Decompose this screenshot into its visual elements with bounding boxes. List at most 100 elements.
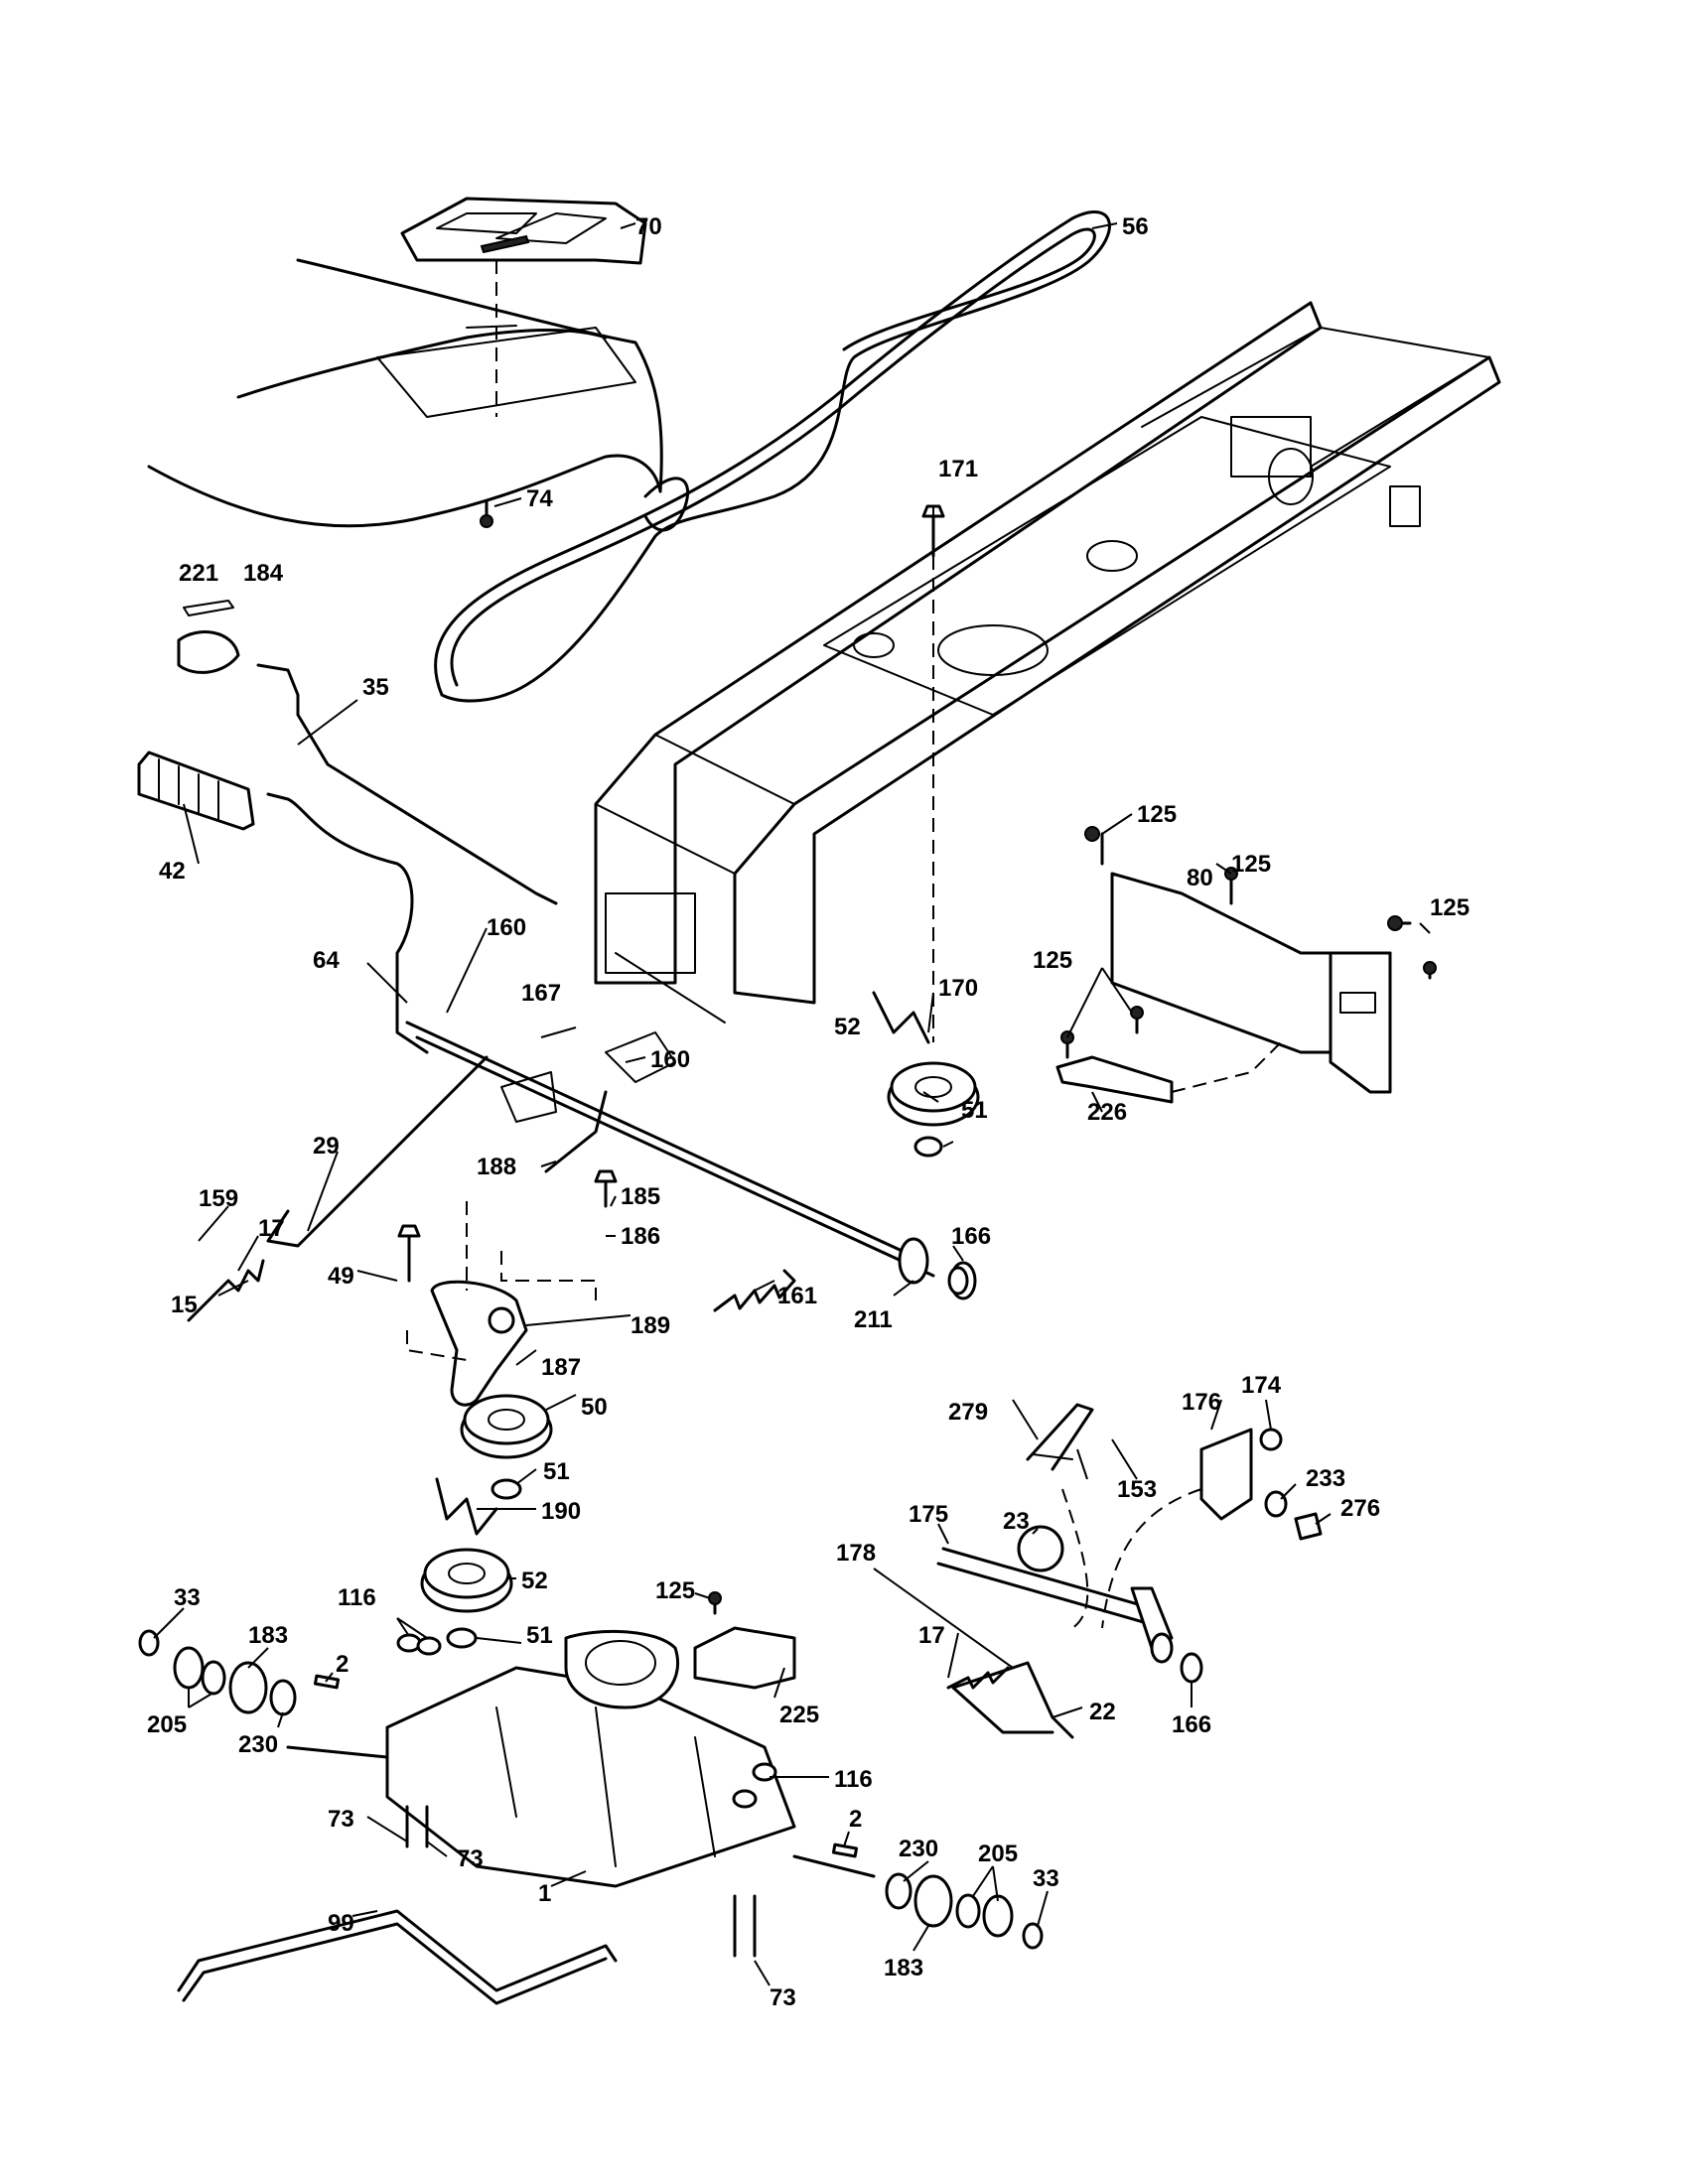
label-116a: 116 (338, 1584, 376, 1611)
label-17b: 17 (918, 1622, 945, 1649)
label-73b: 73 (457, 1845, 484, 1872)
lever-22 (951, 1661, 1074, 1739)
bracket-176 (1199, 1428, 1253, 1521)
label-184: 184 (243, 560, 284, 587)
nuts-116 (396, 1633, 777, 1809)
bracket-80 (1110, 872, 1392, 1094)
label-185: 185 (621, 1183, 660, 1210)
pulley-50 (460, 1394, 553, 1459)
label-99: 99 (328, 1910, 354, 1937)
label-73a: 73 (328, 1806, 354, 1833)
bolt-276 (1294, 1512, 1323, 1541)
label-153: 153 (1117, 1476, 1157, 1503)
ball-23 (1017, 1525, 1064, 1572)
label-42: 42 (159, 858, 186, 885)
label-17a: 17 (258, 1215, 285, 1242)
guide-176 (1061, 1488, 1202, 1629)
pulley-52b (420, 1548, 513, 1613)
label-161: 161 (777, 1283, 817, 1309)
label-175: 175 (909, 1501, 948, 1528)
label-74: 74 (526, 485, 553, 512)
label-176: 176 (1182, 1389, 1221, 1416)
washer-166a (947, 1266, 969, 1296)
label-33a: 33 (174, 1584, 201, 1611)
shaft-175 (936, 1547, 1174, 1664)
pulley-52a (887, 1061, 980, 1158)
label-70: 70 (635, 213, 662, 240)
label-178: 178 (836, 1540, 876, 1567)
label-23: 23 (1003, 1508, 1030, 1535)
bracket-226 (1055, 1055, 1174, 1104)
rod-99 (177, 1909, 618, 2005)
hub-parts-left (138, 1629, 297, 1716)
label-230b: 230 (899, 1836, 938, 1862)
hub-parts-right (885, 1872, 1044, 1950)
label-125b: 125 (1231, 851, 1271, 878)
idler-bracket-189 (430, 1280, 528, 1407)
label-80: 80 (1187, 865, 1213, 891)
label-174: 174 (1241, 1372, 1282, 1399)
label-50: 50 (581, 1394, 608, 1421)
label-15: 15 (171, 1292, 198, 1318)
label-183b: 183 (884, 1955, 923, 1981)
label-1: 1 (538, 1880, 551, 1907)
linkage-rods (256, 663, 935, 1278)
leader-lines (153, 222, 1431, 1986)
bracket-225 (693, 1626, 796, 1690)
label-52b: 52 (521, 1568, 548, 1594)
bolts-73 (405, 1805, 757, 1958)
label-211: 211 (854, 1306, 893, 1333)
label-2b: 2 (849, 1806, 862, 1833)
spring-161 (713, 1269, 796, 1312)
label-183a: 183 (248, 1622, 288, 1649)
label-233: 233 (1306, 1465, 1345, 1492)
label-49: 49 (328, 1263, 354, 1290)
label-167: 167 (521, 980, 561, 1007)
label-166a: 166 (951, 1223, 991, 1250)
label-171: 171 (938, 456, 978, 482)
spring-190 (435, 1477, 498, 1536)
label-125d: 125 (1033, 947, 1072, 974)
label-116b: 116 (834, 1766, 873, 1793)
rod-279 (1026, 1403, 1094, 1471)
guide-226 (1171, 1041, 1282, 1093)
label-190: 190 (541, 1498, 581, 1525)
label-170: 170 (938, 975, 978, 1002)
label-159: 159 (199, 1185, 238, 1212)
label-52a: 52 (834, 1014, 861, 1040)
label-33b: 33 (1033, 1865, 1059, 1892)
label-230a: 230 (238, 1731, 278, 1758)
label-73c: 73 (770, 1984, 796, 2011)
transaxle-1 (286, 1630, 876, 1888)
cover-70 (400, 197, 647, 265)
label-51b: 51 (543, 1458, 570, 1485)
drive-belt-56 (434, 210, 1111, 703)
label-225: 225 (779, 1702, 819, 1728)
keys-2 (313, 1674, 859, 1858)
nut-51c (446, 1627, 478, 1649)
label-188: 188 (477, 1154, 516, 1180)
guide-189 (406, 1201, 597, 1361)
label-125a: 125 (1137, 801, 1177, 828)
label-51a: 51 (961, 1097, 988, 1124)
label-276: 276 (1340, 1495, 1380, 1522)
label-125c: 125 (1430, 894, 1470, 921)
label-35: 35 (362, 674, 389, 701)
label-29: 29 (313, 1133, 340, 1160)
fender-shroud (147, 258, 663, 528)
part-labels: 70 56 74 171 221 184 35 42 125 80 125 12… (147, 213, 1470, 2011)
washer-166b (1180, 1652, 1203, 1684)
spring-170 (872, 991, 930, 1044)
label-279: 279 (948, 1399, 988, 1426)
label-56: 56 (1122, 213, 1149, 240)
label-125e: 125 (655, 1577, 695, 1604)
spring-17a (187, 1259, 265, 1322)
label-186: 186 (621, 1223, 660, 1250)
label-160a: 160 (487, 914, 526, 941)
grip-42 (137, 751, 255, 831)
label-51c: 51 (526, 1622, 553, 1649)
label-22: 22 (1089, 1699, 1116, 1725)
fastener-symbols (397, 499, 1437, 1615)
label-2a: 2 (336, 1651, 349, 1678)
nut-51a (491, 1478, 522, 1500)
